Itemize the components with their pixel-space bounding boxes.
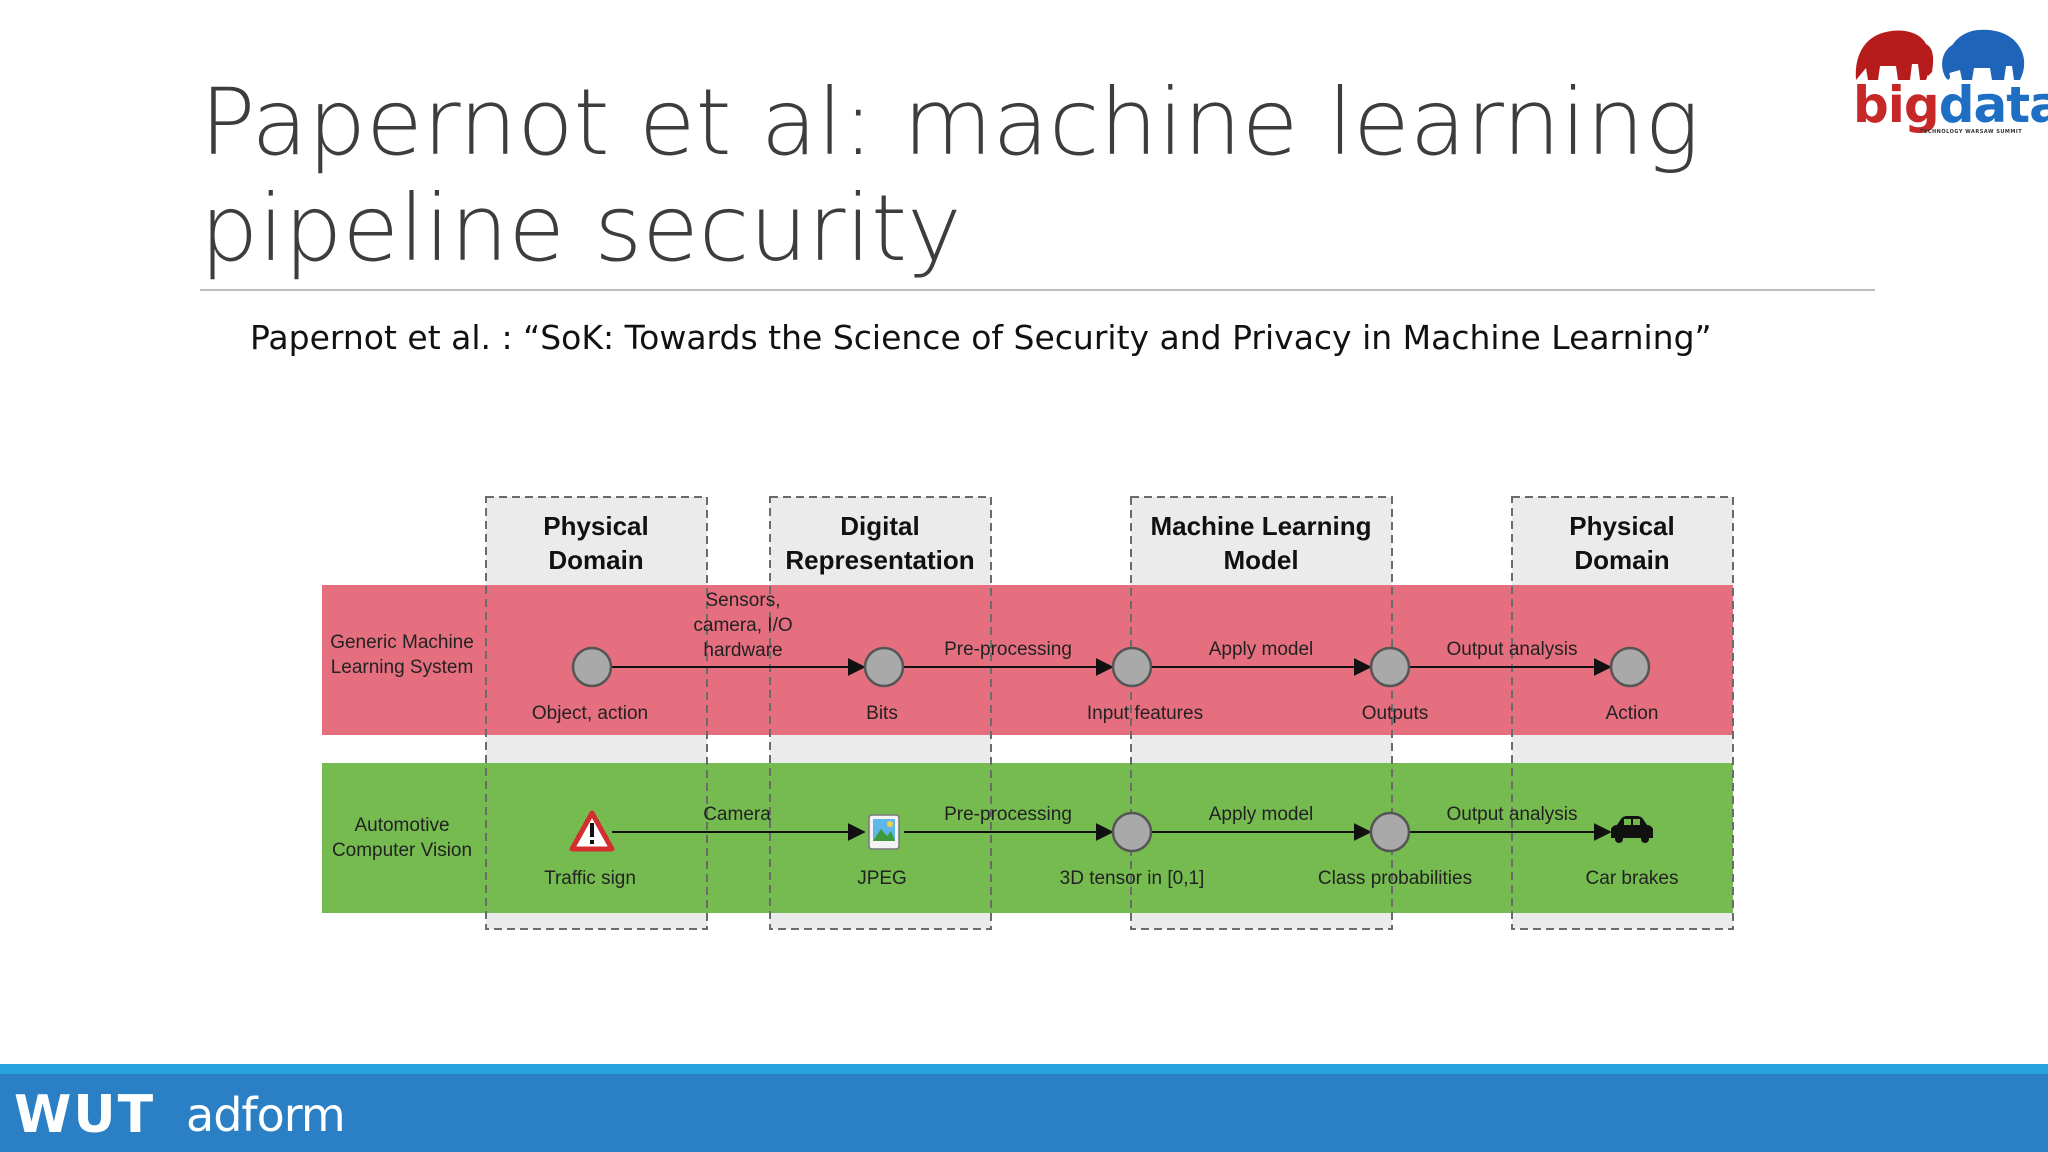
generic-node-object-action [571, 646, 613, 688]
logo-data: data [1938, 76, 2048, 134]
bigdata-logo [1855, 29, 2025, 81]
column-border-physical-domain-2 [1511, 496, 1734, 930]
automotive-edge-label-preprocessing: Pre-processing [944, 804, 1072, 825]
generic-node-outputs [1369, 646, 1411, 688]
column-border-ml-model [1130, 496, 1393, 930]
title-divider [200, 289, 1875, 291]
generic-node-label-bits: Bits [866, 703, 898, 724]
generic-edge-label-apply-model: Apply model [1209, 639, 1314, 660]
automotive-node-label-class-probabilities: Class probabilities [1318, 868, 1472, 889]
automotive-node-label-jpeg: JPEG [857, 868, 907, 889]
generic-node-action [1609, 646, 1651, 688]
blue-elephant-icon [1942, 29, 2025, 81]
automotive-node-label-3d-tensor: 3D tensor in [0,1] [1060, 868, 1205, 889]
generic-node-label-input-features: Input features [1087, 703, 1203, 724]
footer-bar [0, 1074, 2048, 1152]
warning-sign-icon [569, 810, 615, 852]
generic-node-label-action: Action [1606, 703, 1659, 724]
generic-node-input-features [1111, 646, 1153, 688]
logo-big: big [1853, 76, 1940, 134]
column-border-digital-representation [769, 496, 992, 930]
car-icon [1611, 816, 1653, 843]
jpeg-image-icon [868, 814, 900, 850]
wut-logo: WUT [14, 1085, 156, 1145]
generic-node-label-object-action: Object, action [532, 703, 648, 724]
logo-tagline: TECHNOLOGY WARSAW SUMMIT [1920, 129, 2023, 135]
automotive-edge-label-camera: Camera [703, 804, 771, 825]
automotive-node-3d-tensor [1111, 811, 1153, 853]
adform-logo: adform [186, 1088, 346, 1142]
footer-accent-stripe [0, 1064, 2048, 1074]
red-elephant-icon [1855, 30, 1934, 80]
generic-node-bits [863, 646, 905, 688]
automotive-edge-label-apply-model: Apply model [1209, 804, 1314, 825]
generic-row-band [322, 585, 1733, 735]
generic-edge-label-preprocessing: Pre-processing [944, 639, 1072, 660]
generic-edge-label-output-analysis: Output analysis [1447, 639, 1578, 660]
bigdata-wordmark: bigdata [1853, 78, 2048, 132]
slide-title: Papernot et al: machine learning pipelin… [200, 69, 1700, 282]
paper-reference: Papernot et al. : “SoK: Towards the Scie… [250, 318, 1712, 357]
automotive-node-label-car-brakes: Car brakes [1586, 868, 1679, 889]
automotive-row-band [322, 763, 1733, 913]
column-border-physical-domain-1 [485, 496, 708, 930]
automotive-node-label-traffic-sign: Traffic sign [544, 868, 636, 889]
automotive-edge-label-output-analysis: Output analysis [1447, 804, 1578, 825]
generic-node-label-outputs: Outputs [1362, 703, 1429, 724]
automotive-node-class-probabilities [1369, 811, 1411, 853]
